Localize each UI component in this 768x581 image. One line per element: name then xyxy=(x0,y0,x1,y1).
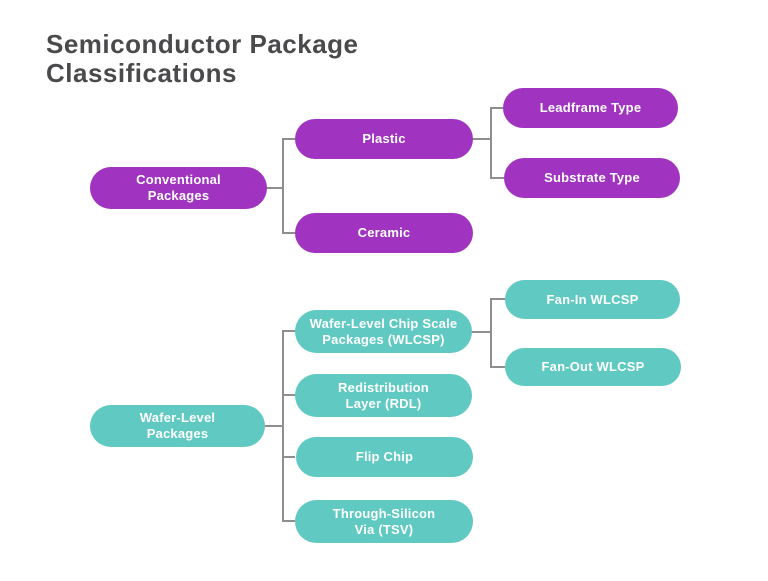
node-through-silicon-via: Through-Silicon Via (TSV) xyxy=(295,500,473,543)
page-title: Semiconductor Package Classifications xyxy=(46,29,359,89)
connector-split-teal-children xyxy=(282,330,295,522)
connector-split-plastic-ceramic xyxy=(282,138,295,234)
node-flip-chip: Flip Chip xyxy=(296,437,473,477)
connector-split-fanin-fanout xyxy=(490,298,505,368)
node-redistribution-layer: Redistribution Layer (RDL) xyxy=(295,374,472,417)
node-fan-in-wlcsp: Fan-In WLCSP xyxy=(505,280,680,319)
node-fan-out-wlcsp: Fan-Out WLCSP xyxy=(505,348,681,386)
node-wafer-level-packages: Wafer-Level Packages xyxy=(90,405,265,447)
node-wlcsp: Wafer-Level Chip Scale Packages (WLCSP) xyxy=(295,310,472,353)
node-plastic: Plastic xyxy=(295,119,473,159)
node-conventional-packages: Conventional Packages xyxy=(90,167,267,209)
node-leadframe-type: Leadframe Type xyxy=(503,88,678,128)
connector-split-leadframe-substrate xyxy=(490,107,504,179)
node-substrate-type: Substrate Type xyxy=(504,158,680,198)
node-ceramic: Ceramic xyxy=(295,213,473,253)
